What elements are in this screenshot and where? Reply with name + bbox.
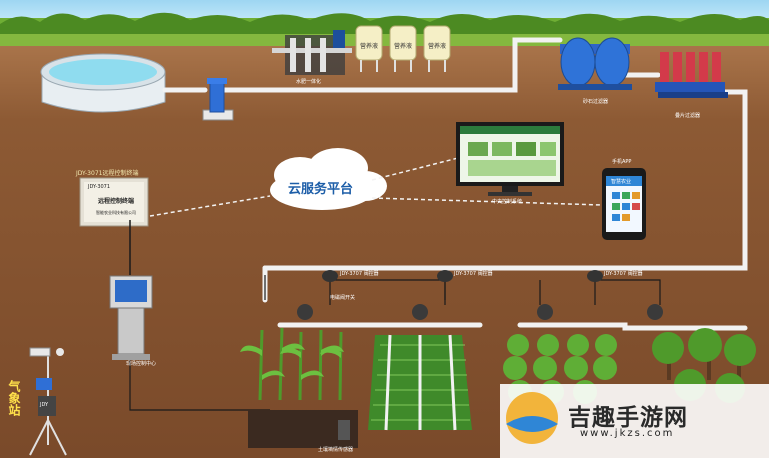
watermark-logo [500,384,769,458]
mixer-label: 水肥一体化 [296,79,322,85]
weather-station-label: 气象站 [7,380,21,416]
grass-field [368,334,472,431]
soil-sensor-label: 土壤墒情传感器 [318,447,354,453]
watermark-text: 吉趣手游网 [568,405,688,431]
controller-company: 智能农业科技有限公司 [96,210,136,215]
weather-box-label: JDY [40,402,49,408]
sand-filters [558,37,632,90]
reservoir [40,53,166,113]
valve-controller-2: JDY-3707 阀控器 [454,271,493,277]
phone [602,168,646,240]
nutrient-tanks [355,25,451,72]
tank-label-2: 营养液 [393,43,412,50]
pump [202,78,234,121]
corn-field [240,327,358,448]
valve-controllers [322,270,603,282]
valve-cables [129,275,661,411]
watermark-url: www.jkzs.com [580,428,675,439]
kiosk [109,220,153,360]
pc-caption: 中央控制系统 [492,199,523,205]
cloud-label: 云服务平台 [288,182,354,197]
pc-monitor [456,122,564,196]
tank-label-1: 营养液 [359,43,378,50]
solenoid-valves [297,304,663,320]
controller-panel-title: 远程控制终端 [98,198,135,205]
treeline [0,12,769,46]
controller-model: JDY-3071 [88,184,111,190]
cloud [270,148,387,210]
phone-app-header: 智慧农业 [611,179,632,185]
valve-controller-3: JDY-3707 阀控器 [604,271,643,277]
kiosk-label: 现场控制中心 [126,361,157,367]
sand-filter-label: 砂石过滤器 [583,99,609,105]
tank-label-3: 营养液 [427,43,446,50]
weather-station [29,347,67,456]
controller-title: JDY-3071远程控制终端 [76,170,139,177]
phone-title: 手机APP [612,159,632,165]
disk-filters [655,52,728,98]
solenoid-label: 电磁阀开关 [330,295,356,301]
valve-controller-1: JDY-3707 阀控器 [340,271,379,277]
controller-box [79,177,149,227]
fertigation-unit [272,30,352,75]
network-links [149,157,603,217]
disk-filter-label: 叠片过滤器 [675,113,701,119]
